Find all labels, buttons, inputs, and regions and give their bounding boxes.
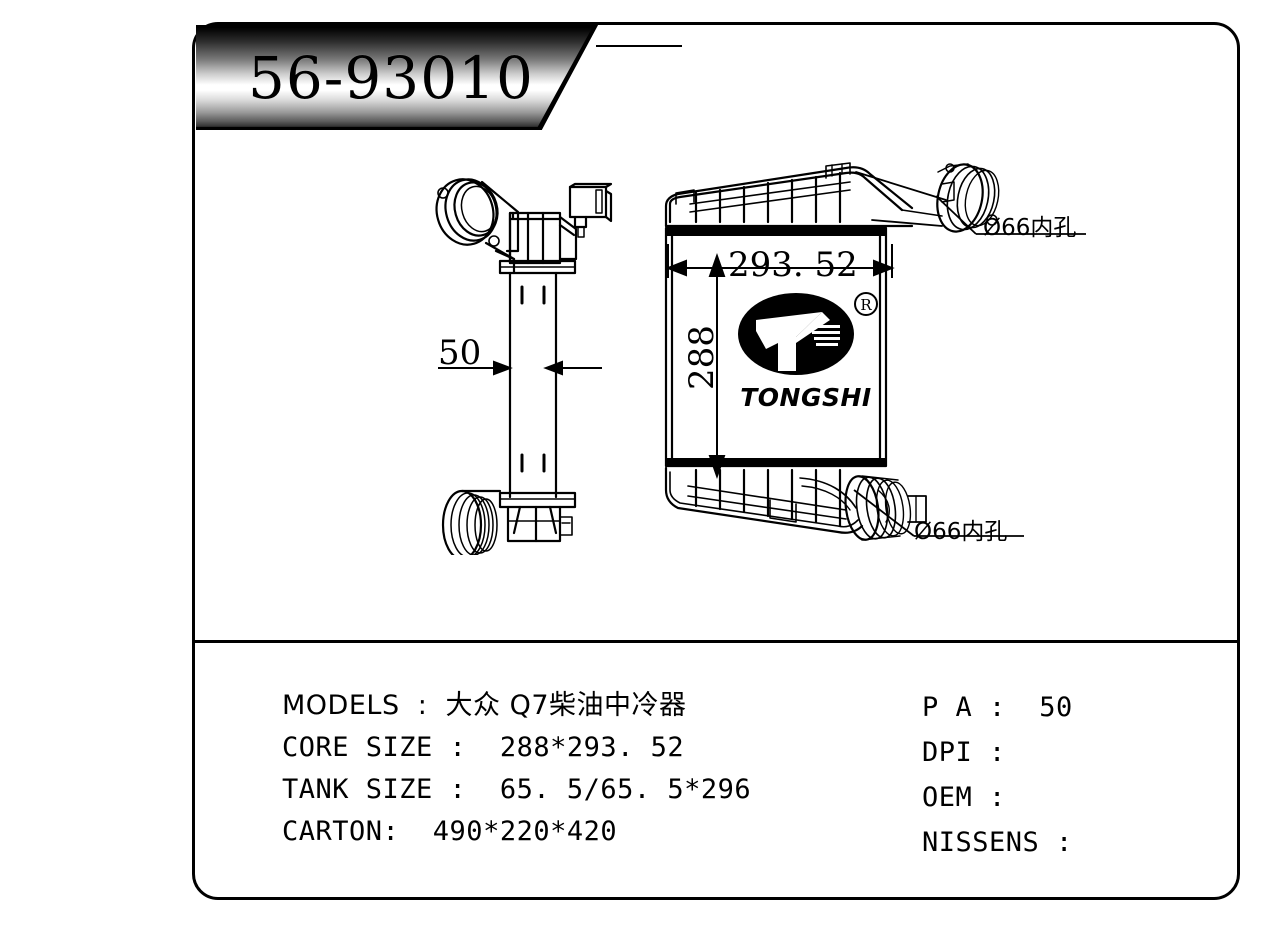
spec-row-oem: OEM : (922, 782, 1006, 813)
banner-leader-line (596, 45, 682, 47)
spec-row-dpi: DPI : (922, 737, 1006, 768)
spec-list-right: P A : 50 DPI : OEM : NISSENS : (922, 685, 1222, 865)
spec-row-core-size: CORE SIZE : 288*293. 52 (282, 732, 685, 763)
svg-text:R: R (860, 296, 872, 314)
height-dimension (708, 252, 726, 480)
side-view-bottom-port (441, 489, 502, 555)
side-view-drawing (435, 178, 613, 555)
panel-divider (192, 640, 1240, 643)
part-number-text: 56-93010 (248, 43, 534, 112)
tongshi-mark-icon: R (738, 292, 878, 375)
spec-row-tank-size: TANK SIZE : 65. 5/65. 5*296 (282, 774, 752, 805)
brand-logo: R TONGSHI (726, 287, 886, 412)
spec-row-pa: P A : 50 (922, 692, 1073, 723)
front-view-top-tank (664, 162, 947, 228)
bottom-port-leader-line (853, 489, 1024, 537)
spec-list-left: MODELS : 大众 Q7柴油中冷器 CORE SIZE : 288*293.… (282, 685, 842, 853)
spec-row-carton: CARTON: 490*220*420 (282, 816, 618, 847)
bottom-port-diameter-note: Ø66内孔 (914, 519, 1008, 545)
tongshi-wordmark: TONGSHI (740, 383, 872, 412)
spec-row-nissens: NISSENS : (922, 827, 1073, 858)
height-dimension-label: 288 (682, 325, 722, 390)
front-view-drawing (664, 162, 1000, 541)
width-dimension (665, 244, 895, 278)
spec-row-models: MODELS : 大众 Q7柴油中冷器 (282, 690, 687, 721)
banner-gradient (196, 25, 598, 130)
side-view-top-port (435, 178, 500, 247)
side-view-thickness-dimension (438, 360, 602, 376)
top-port-diameter-note: Ø66内孔 (983, 215, 1077, 241)
front-view-bottom-port (844, 475, 927, 541)
top-port-leader-line (935, 195, 1086, 235)
side-view-connector (568, 182, 613, 238)
part-number-banner: 56-93010 (196, 25, 598, 130)
sheet-border (192, 22, 1240, 900)
width-dimension-label: 293. 52 (728, 245, 858, 285)
thickness-dimension-label: 50 (438, 333, 482, 373)
front-view-bottom-tank (664, 466, 864, 534)
